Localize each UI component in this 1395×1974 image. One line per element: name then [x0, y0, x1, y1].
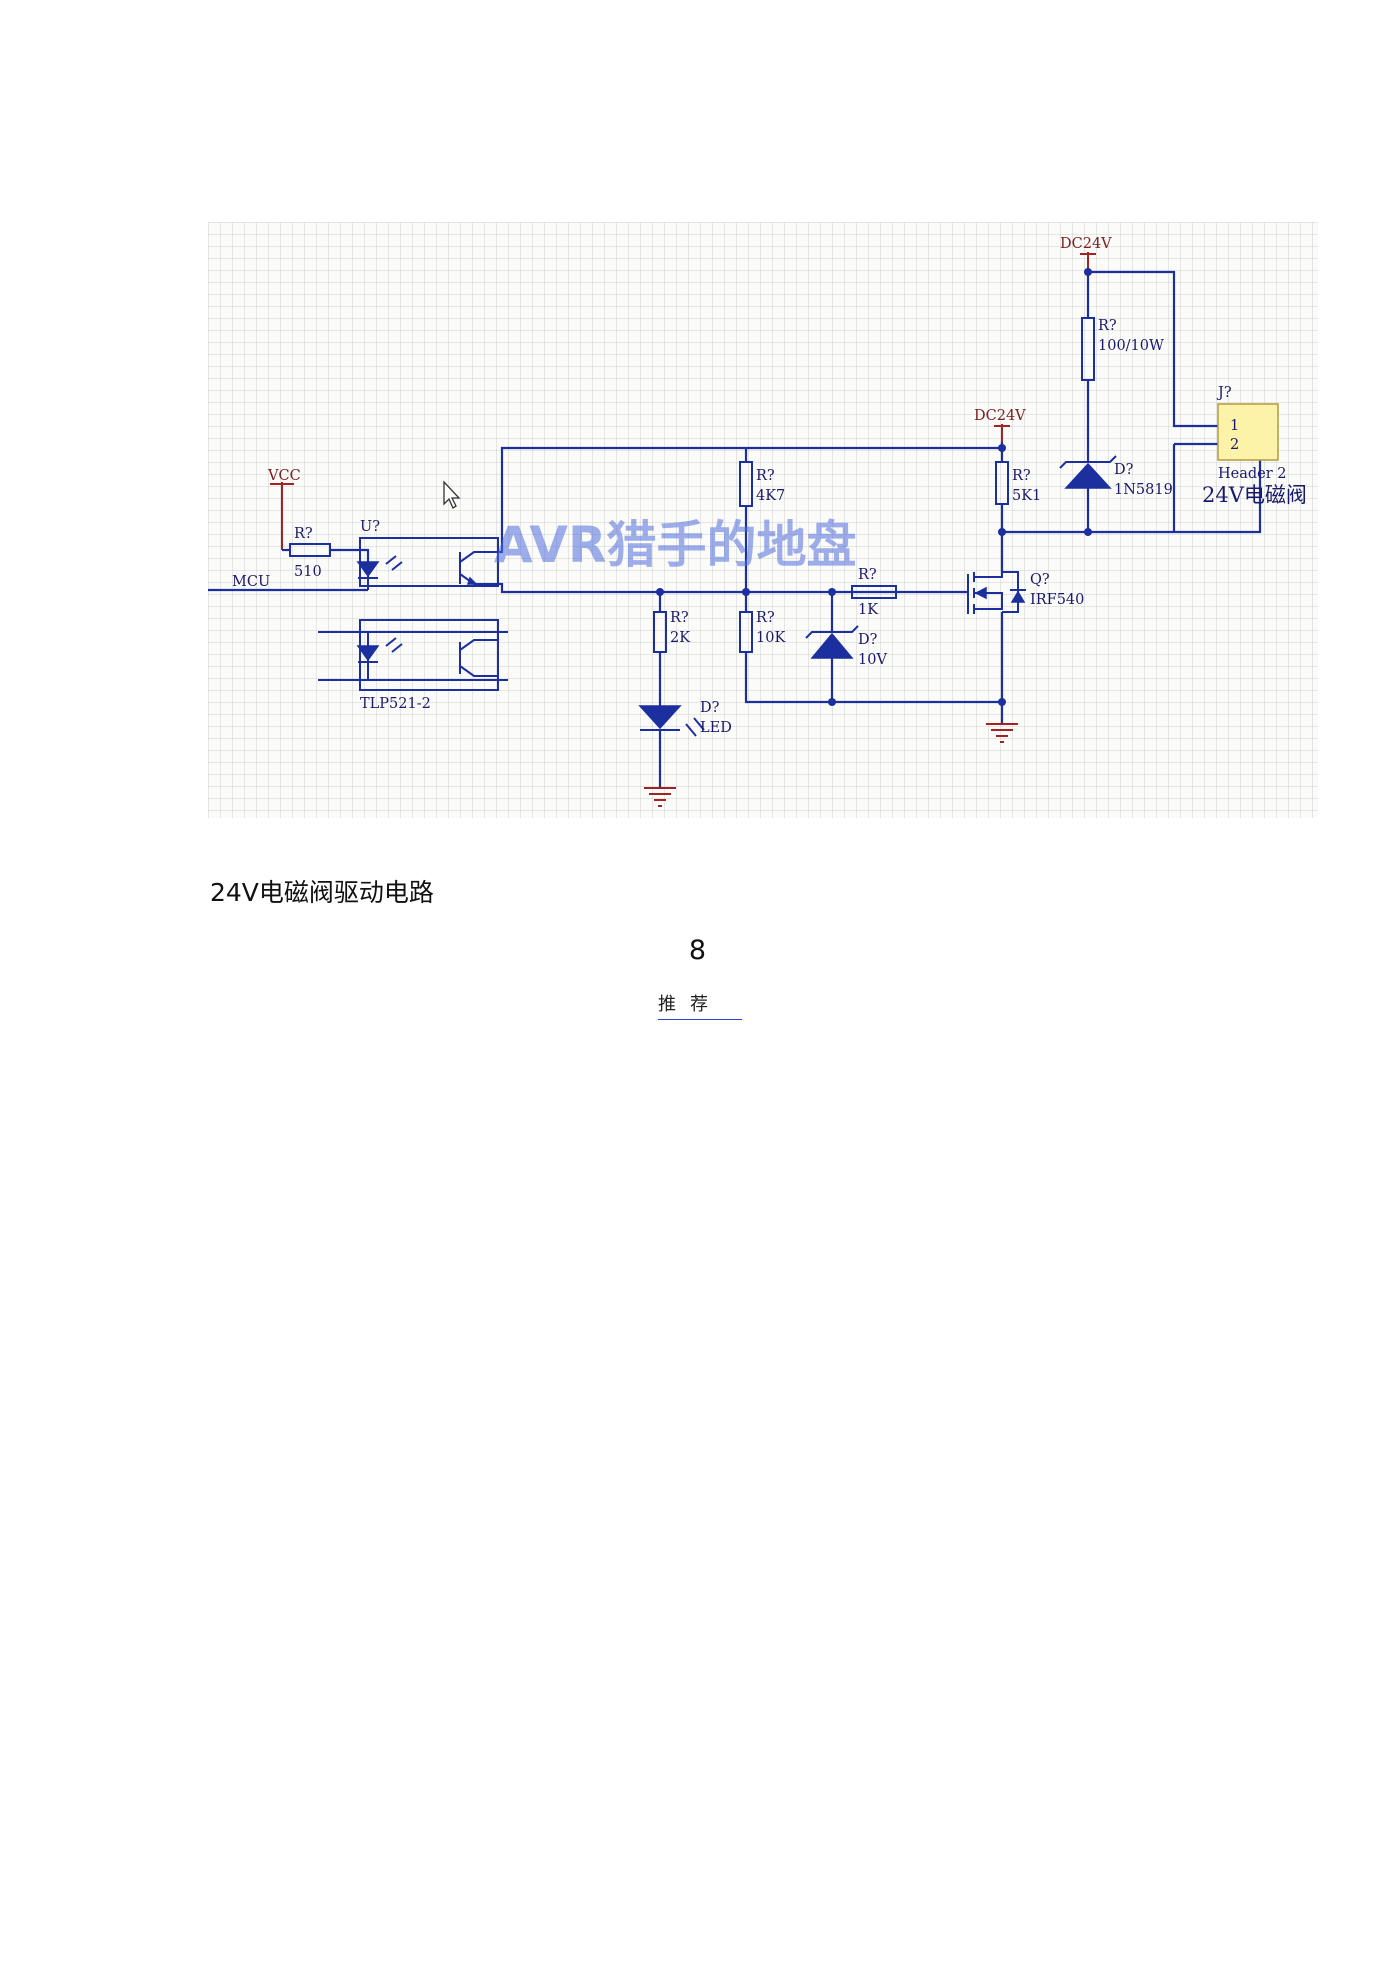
resistor-2k-ref: R?: [670, 610, 689, 626]
mcu-label: MCU: [232, 574, 270, 590]
cursor-arrow-icon: [443, 480, 461, 509]
zener-ref: D?: [858, 632, 878, 648]
dc24v-power-symbol-a: [1080, 252, 1096, 270]
resistor-100-10w-value: 100/10W: [1098, 338, 1164, 354]
resistor-4k7-ref: R?: [756, 468, 775, 484]
recommend-link[interactable]: 推荐: [658, 990, 742, 1020]
resistor-4k7-value: 4K7: [756, 488, 785, 504]
header-connector: [1217, 403, 1279, 461]
schematic-diagram: VCC R? 510 MCU U? TLP521-2 R? 2K: [208, 222, 1318, 818]
header-value: Header 2: [1218, 466, 1287, 482]
resistor-510: [289, 543, 331, 557]
dc24v-power-symbol-b: [994, 424, 1010, 442]
resistor-100-10w: [1081, 317, 1095, 381]
dc24v-label-a: DC24V: [1060, 236, 1112, 252]
resistor-10k-ref: R?: [756, 610, 775, 626]
resistor-10k-value: 10K: [756, 630, 786, 646]
resistor-4k7: [739, 461, 753, 507]
dc24v-label-b: DC24V: [974, 408, 1026, 424]
optocoupler-tlp521-2: [318, 537, 508, 691]
led-ref: D?: [700, 700, 720, 716]
ground-symbol-mosfet: [986, 723, 1018, 743]
vcc-label: VCC: [267, 468, 301, 484]
zener-value: 10V: [858, 652, 887, 668]
resistor-510-value: 510: [294, 564, 322, 580]
resistor-2k-value: 2K: [670, 630, 691, 646]
resistor-510-ref: R?: [294, 526, 313, 542]
resistor-1k: [851, 585, 897, 599]
valve-label: 24V电磁阀: [1202, 483, 1307, 507]
vcc-power-symbol: [270, 482, 294, 550]
resistor-5k1: [995, 461, 1009, 505]
page-number: 8: [688, 935, 707, 966]
resistor-2k: [653, 611, 667, 653]
resistor-5k1-ref: R?: [1012, 468, 1031, 484]
header-ref: J?: [1216, 385, 1232, 401]
resistor-100-10w-ref: R?: [1098, 318, 1117, 334]
resistor-10k: [739, 611, 753, 653]
header-pin-1: 1: [1230, 418, 1239, 434]
mosfet-value: IRF540: [1030, 592, 1084, 608]
header-pin-2: 2: [1230, 437, 1239, 453]
figure-caption: 24V电磁阀驱动电路: [210, 878, 434, 907]
led-value: LED: [700, 720, 732, 736]
mosfet-ref: Q?: [1030, 572, 1050, 588]
optocoupler-ref: U?: [360, 519, 380, 535]
mosfet-irf540: [967, 571, 1026, 614]
watermark-text: AVR猎手的地盘: [494, 516, 857, 574]
optocoupler-value: TLP521-2: [360, 696, 431, 712]
resistor-5k1-value: 5K1: [1012, 488, 1041, 504]
ground-symbol-led: [644, 787, 676, 807]
resistor-1k-value: 1K: [858, 602, 879, 618]
diode-1n5819-ref: D?: [1114, 462, 1134, 478]
led-indicator: [638, 705, 705, 737]
diode-1n5819-value: 1N5819: [1114, 482, 1173, 498]
resistor-1k-ref: R?: [858, 567, 877, 583]
